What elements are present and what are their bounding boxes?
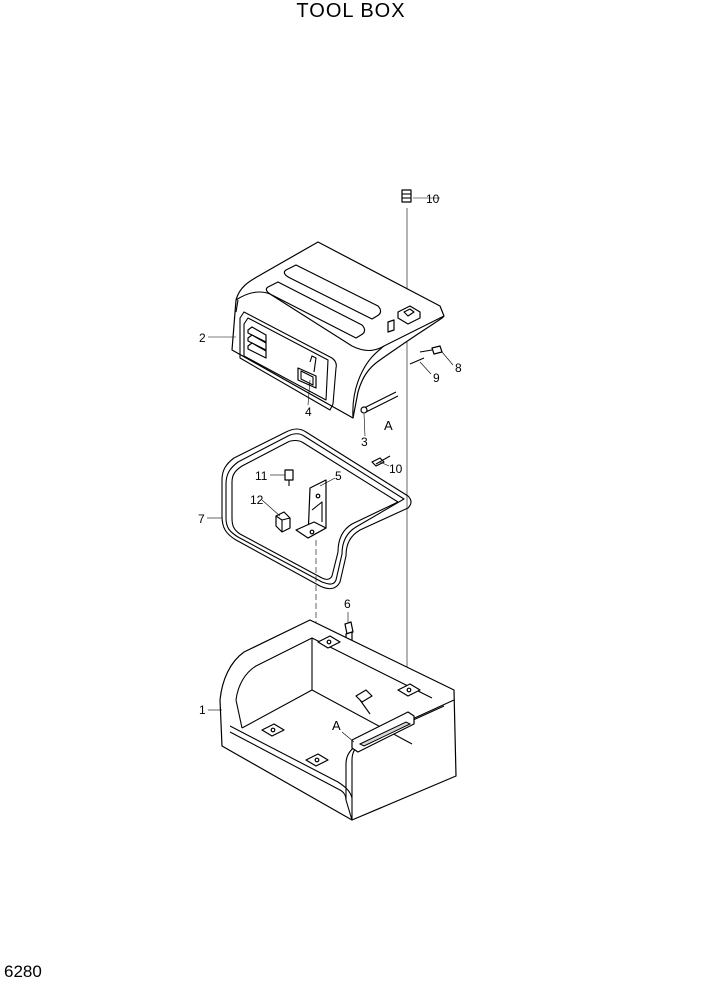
leader-5 (319, 477, 336, 487)
callout-10-top: 10 (426, 192, 440, 206)
bolt-part-10-top (401, 189, 412, 203)
callout-8: 8 (455, 361, 462, 375)
bolt-part-10-mid (371, 455, 391, 467)
pin-part-8 (431, 345, 443, 355)
page-number: 6280 (4, 962, 42, 981)
latch-part-4 (297, 367, 317, 389)
split-pin-part-9 (409, 357, 425, 365)
bolt-part-11 (284, 469, 294, 486)
tool-box-body-part-1 (219, 619, 457, 821)
callout-10-mid: 10 (389, 462, 403, 476)
page-title: TOOL BOX (296, 0, 406, 22)
callout-3: 3 (361, 435, 368, 449)
leader-9 (419, 361, 432, 375)
callout-a-bottom: A (332, 718, 341, 733)
callout-4: 4 (305, 405, 312, 419)
callout-6: 6 (344, 597, 351, 611)
callout-11: 11 (255, 469, 268, 483)
tool-box-cover (231, 241, 445, 419)
callout-12: 12 (250, 493, 264, 507)
stay-rod-end (360, 406, 368, 414)
leader-12 (261, 499, 281, 517)
callout-5: 5 (335, 469, 342, 483)
callout-1: 1 (199, 703, 206, 717)
pin-shaft (419, 349, 433, 353)
catch-part-12 (275, 511, 291, 533)
leader-3 (363, 413, 366, 437)
leader-a-bottom (341, 731, 355, 743)
callout-9: 9 (433, 371, 440, 385)
callout-2: 2 (199, 331, 206, 345)
callout-a-top: A (384, 418, 393, 433)
stay-rod-part-3 (363, 391, 399, 413)
leader-8 (441, 351, 454, 366)
catch-edge (275, 515, 291, 532)
frame-part-7 (221, 428, 412, 590)
leader-4 (307, 379, 311, 406)
leader-10-mid (379, 461, 390, 467)
callout-7: 7 (198, 512, 205, 526)
bracket-part-5 (295, 479, 327, 539)
